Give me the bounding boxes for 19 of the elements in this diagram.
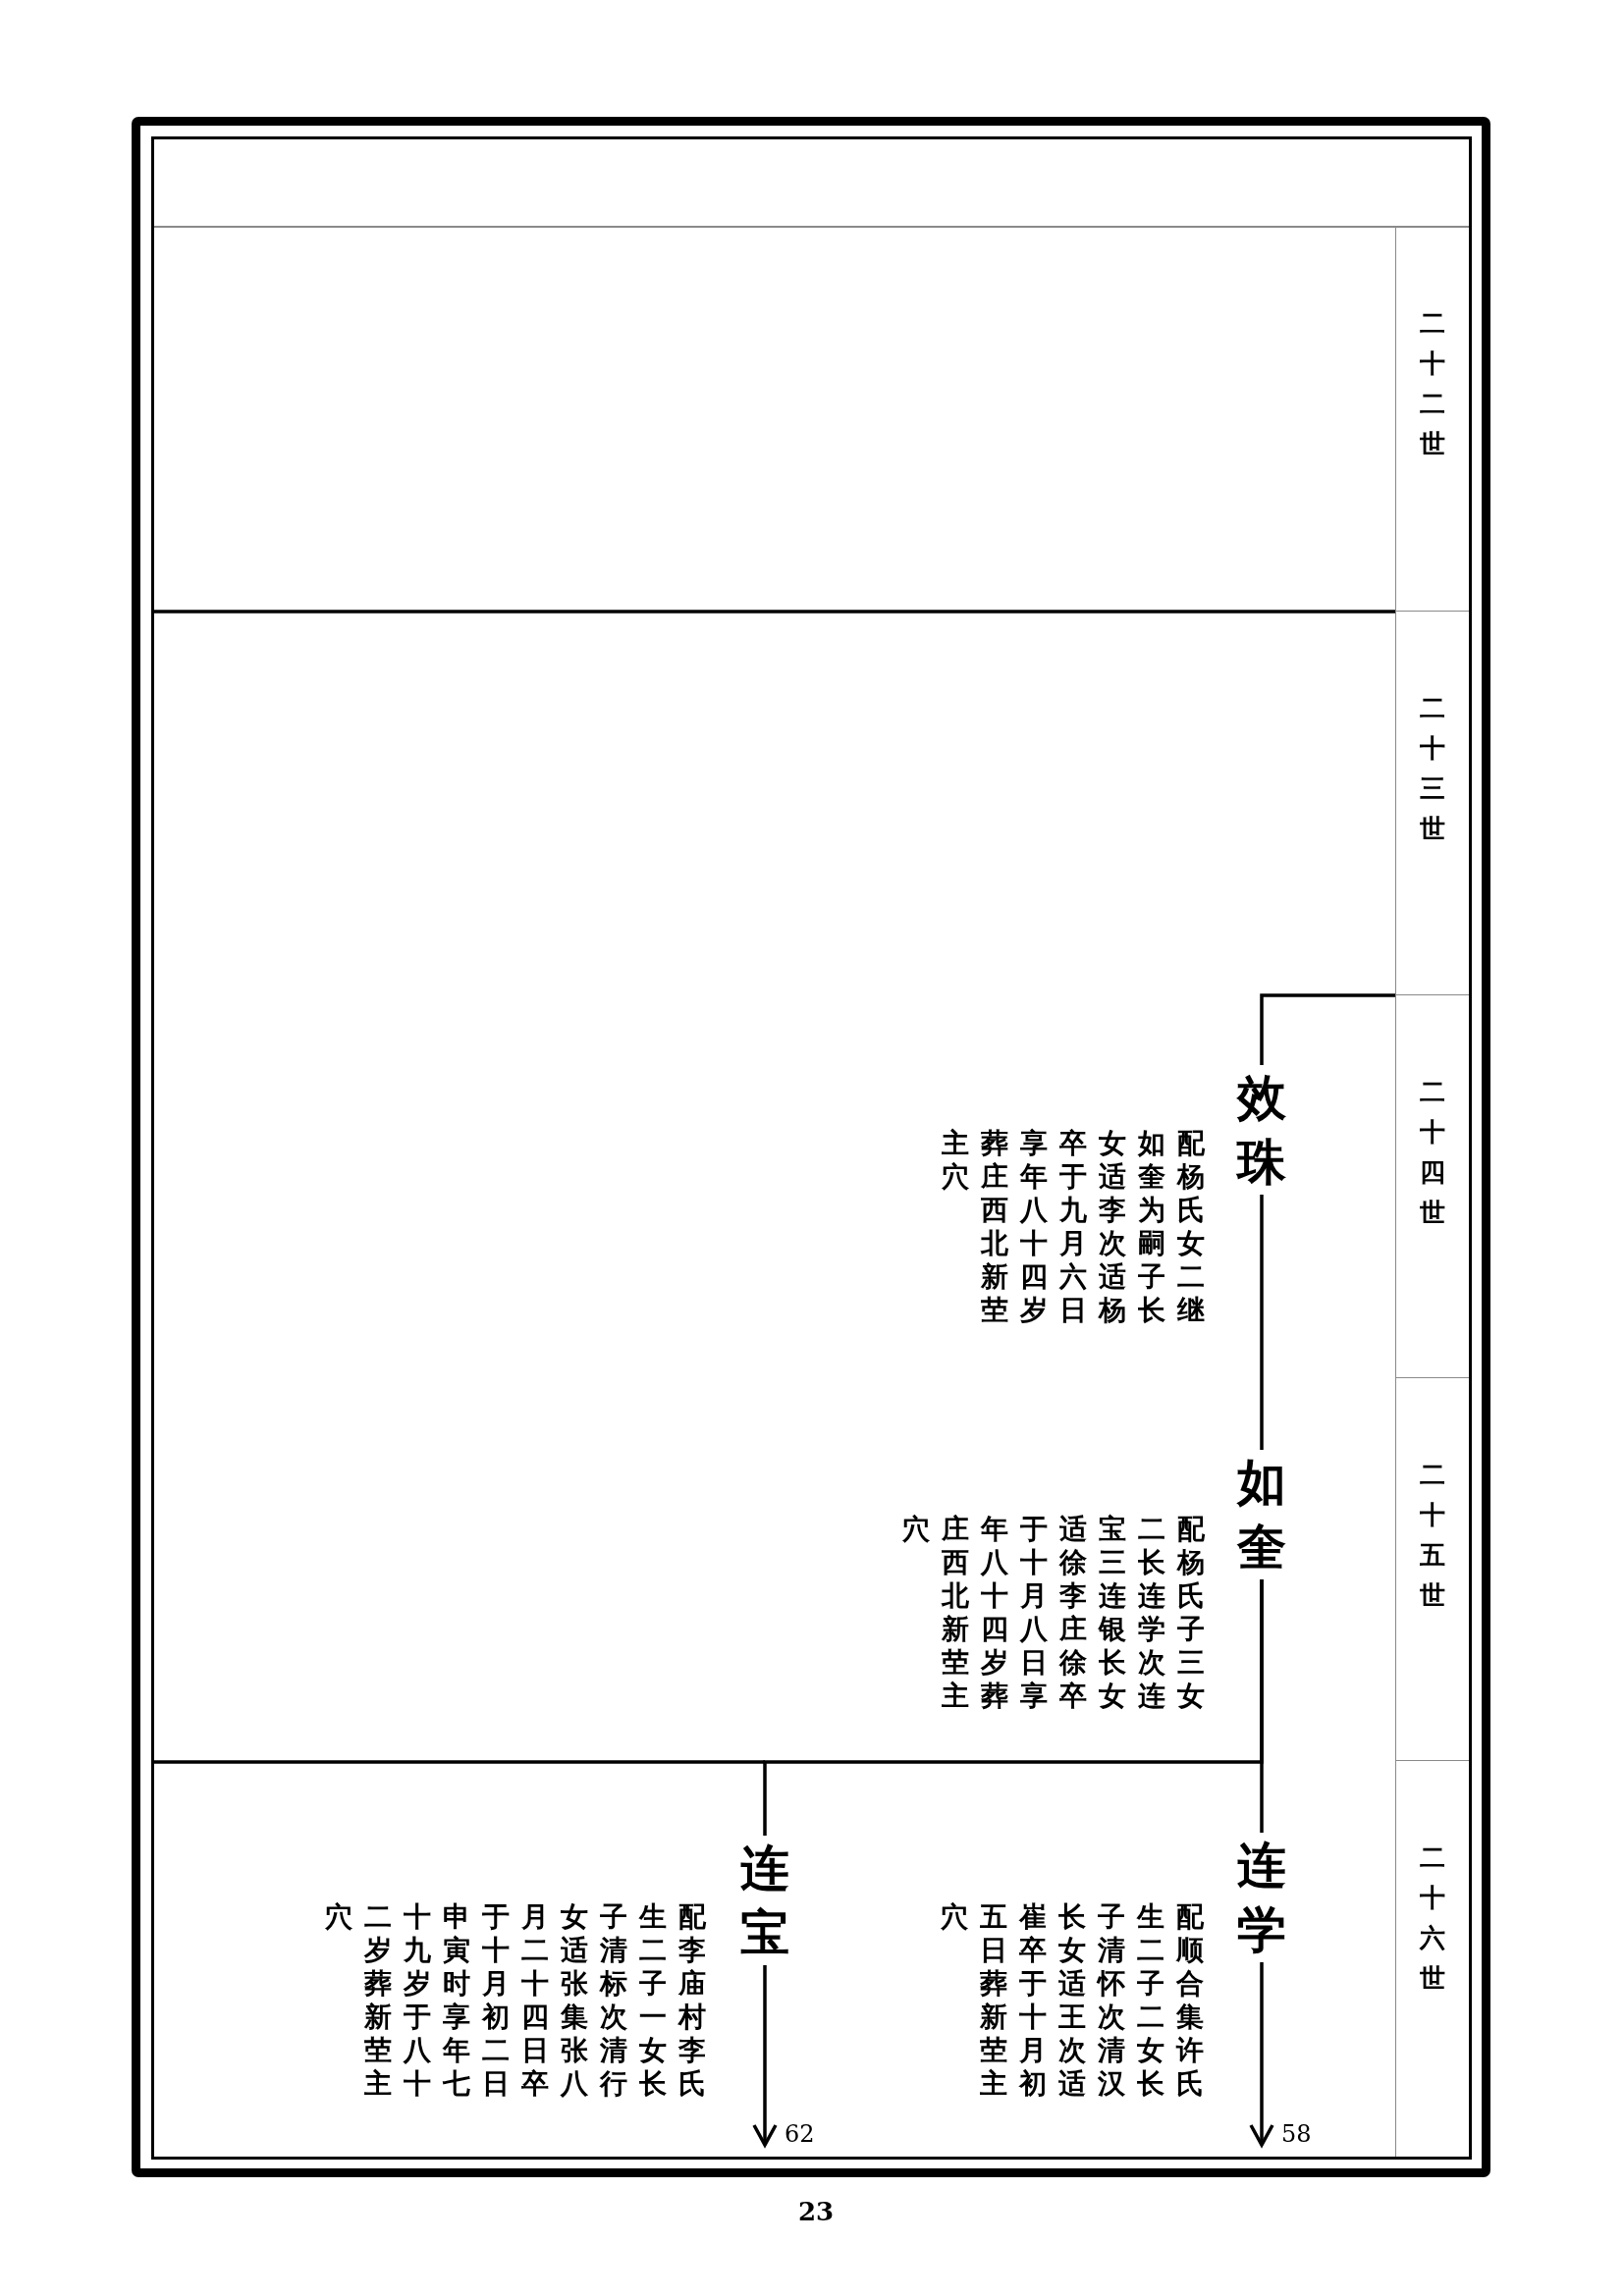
generation-cell: 二十六世 (1395, 1761, 1469, 2157)
generation-cell: 二十二世 (1395, 227, 1469, 612)
arrow (752, 1965, 778, 2147)
arrow (1249, 1962, 1274, 2147)
person-name: 效珠 (1234, 1065, 1289, 1195)
connector-line (763, 1579, 1264, 1836)
generation-cell: 二十四世 (1395, 995, 1469, 1378)
person-name: 如奎 (1234, 1450, 1289, 1579)
note-text: 配杨氏女二继如奎为嗣子长女适李次适杨卒于九月六日享年八十四岁葬庄西北新茔主穴 (942, 1127, 1205, 1327)
note-text: 配顺合集许氏生二子二女长子清怀次清汉长女适王次适崔卒于十月初五日葬新茔主穴 (941, 1900, 1204, 2101)
connector-line (1260, 993, 1395, 1065)
page-number: 23 (797, 2197, 835, 2226)
connector-line (1260, 1195, 1264, 1450)
generation-cell: 二十五世 (1395, 1378, 1469, 1761)
generation-cell: 二十三世 (1395, 612, 1469, 995)
person-name: 连宝 (737, 1836, 792, 1965)
note-text: 配杨氏子三女二长连学次连宝三连银长女适徐李庄徐卒于十月八日享年八十四岁葬庄西北新茔主穴 (902, 1513, 1205, 1713)
person-name: 连学 (1234, 1833, 1289, 1962)
note-text: 配李庙村李氏生二子一女长子清标次清行女适张集张八月二十四日卒于十月初二日申寅时享年七十九岁于八十二岁葬新茔主穴 (325, 1900, 706, 2101)
